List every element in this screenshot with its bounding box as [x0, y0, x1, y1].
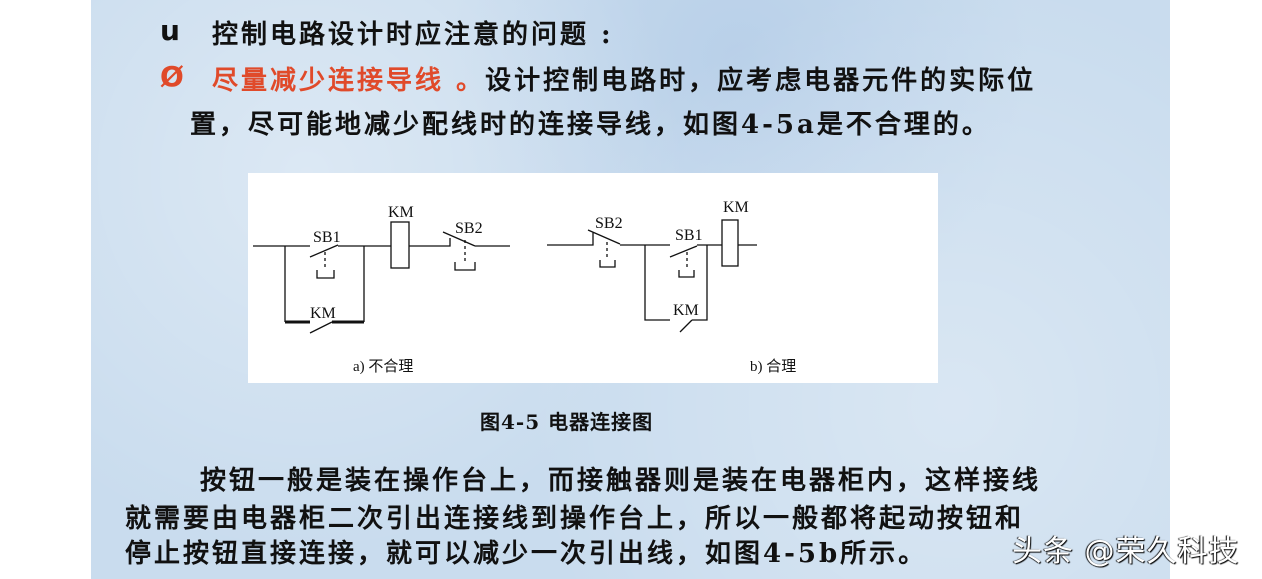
circuit-a	[253, 221, 510, 334]
arrow-bullet-icon: Ø	[160, 60, 187, 93]
point-text-1: 设计控制电路时，应考虑电器元件的实际位	[485, 66, 1037, 96]
point-highlight: 尽量减少连接导线 。	[212, 66, 486, 96]
label-a-sb2: SB2	[455, 220, 483, 237]
caption-b: b) 合理	[750, 358, 796, 375]
paragraph-line: 就需要由电器柜二次引出连接线到操作台上，所以一般都将起动按钮和	[125, 504, 1025, 534]
label-b-sb1: SB1	[675, 227, 703, 244]
label-b-sb2: SB2	[595, 215, 623, 232]
paragraph-line: 停止按钮直接连接，就可以减少一次引出线，如图4-5b所示。	[125, 539, 928, 569]
figure-caption: 图4-5 电器连接图	[480, 410, 654, 434]
diagram-background	[248, 173, 938, 383]
label-a-km-coil: KM	[388, 204, 414, 221]
circuit-b	[547, 219, 757, 333]
caption-a: a) 不合理	[353, 358, 413, 375]
circuit-diagram: SB1 KM SB2 KM a) 不合理 SB2 SB1 KM KM b) 合理	[248, 173, 938, 383]
bullet-icon: u	[160, 14, 183, 47]
label-b-km-coil: KM	[723, 199, 749, 216]
point-text-2: 置，尽可能地减少配线时的连接导线，如图4-5a是不合理的。	[190, 110, 991, 140]
paragraph-line: 按钮一般是装在操作台上，而接触器则是装在电器柜内，这样接线	[200, 466, 1042, 496]
label-a-sb1: SB1	[313, 229, 341, 246]
heading-text: 控制电路设计时应注意的问题 :	[212, 20, 614, 50]
label-b-km-contact: KM	[673, 302, 699, 319]
label-a-km-contact: KM	[310, 305, 336, 322]
watermark: 头条 @荣久科技	[1012, 534, 1240, 569]
